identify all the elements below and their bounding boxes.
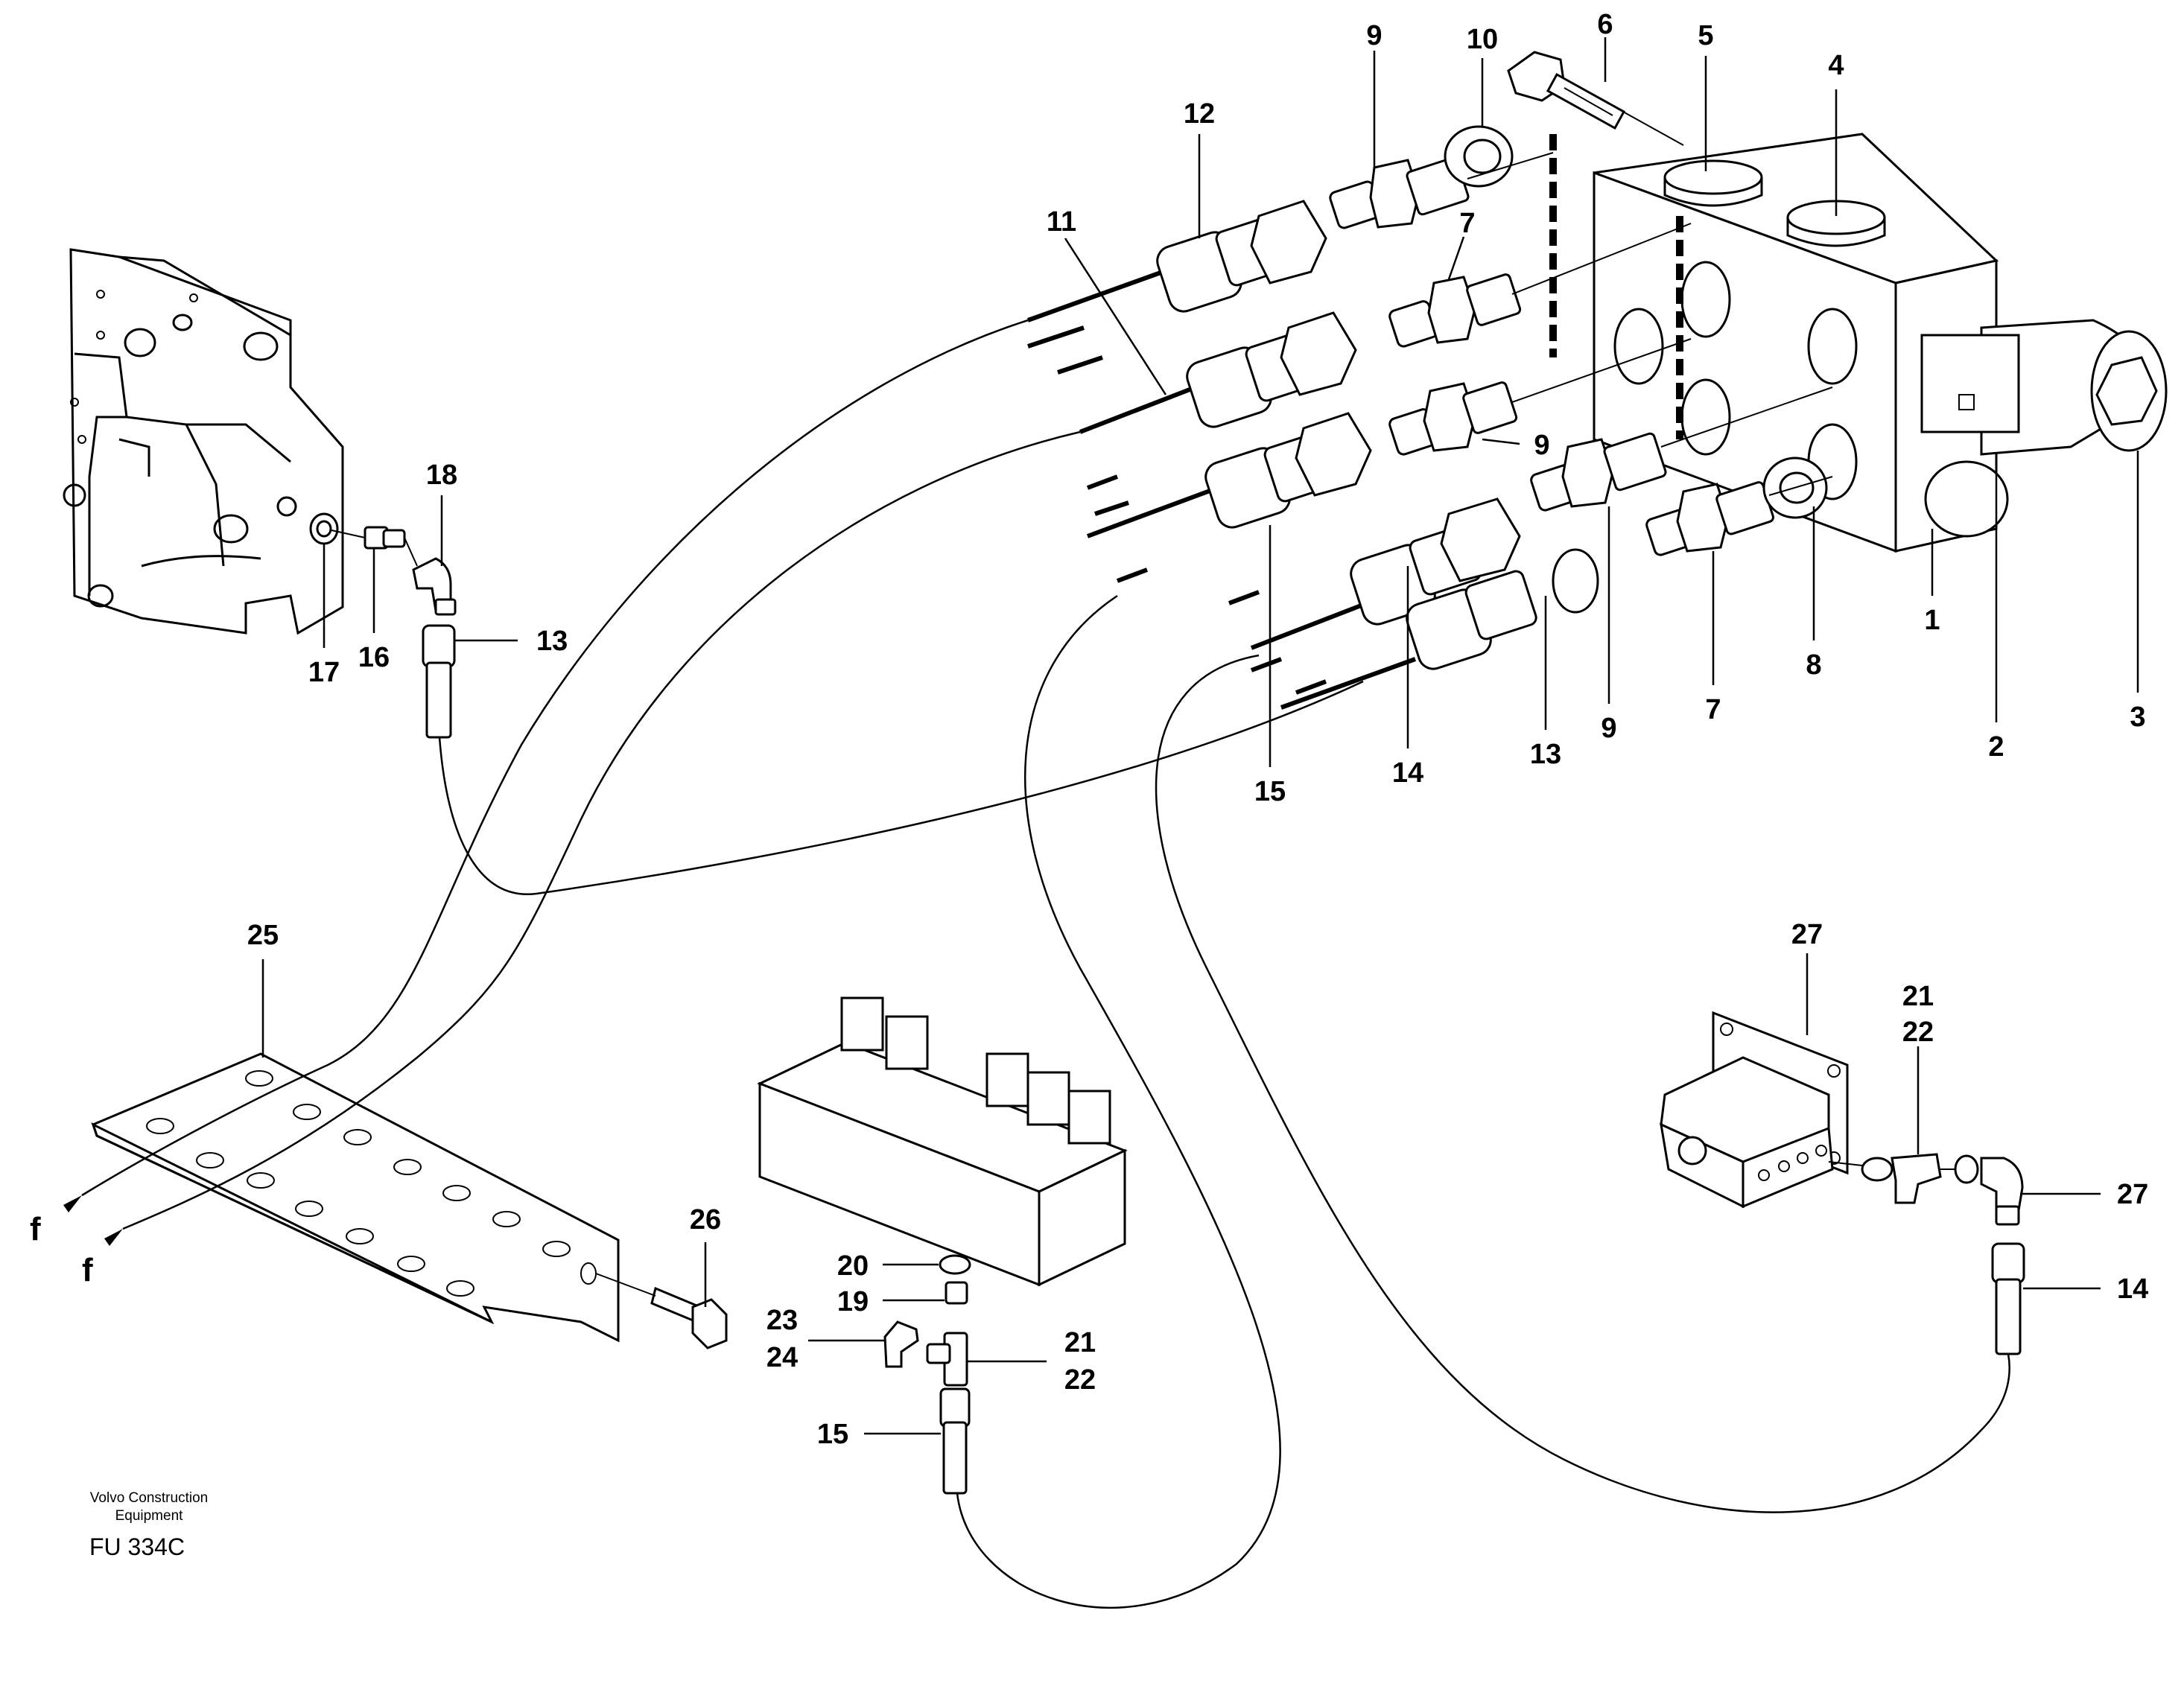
label-14-center: 14 [1392,757,1423,789]
adapters [1329,51,1828,556]
label-22-center: 22 [1064,1364,1096,1396]
leader-lines [261,37,2139,1435]
label-10: 10 [1467,24,1498,55]
label-21-right: 21 [1902,981,1934,1012]
marker-f-upper: f [30,1211,41,1247]
label-21-center: 21 [1064,1327,1096,1358]
label-7-top: 7 [1459,208,1475,239]
label-3: 3 [2130,702,2145,733]
label-11: 11 [1047,206,1076,238]
label-13-left: 13 [536,626,568,657]
label-8: 8 [1806,649,1821,681]
hose-fittings [1026,107,1833,710]
label-9-bottom: 9 [1601,713,1616,744]
valve-block [1593,133,2168,553]
label-16: 16 [358,642,390,673]
label-23: 23 [766,1305,798,1336]
label-1: 1 [1924,605,1940,636]
mounting-plate [91,1052,728,1349]
label-15-bottom: 15 [817,1419,848,1450]
caption-company-line2: Equipment [115,1508,184,1524]
label-24: 24 [766,1342,798,1373]
label-13-right: 13 [1530,739,1561,770]
valve-bank [757,996,1128,1495]
caption-code: FU 334C [89,1533,185,1560]
label-5: 5 [1698,20,1713,51]
label-18: 18 [426,460,457,491]
caption-company: Volvo Construction [90,1490,208,1506]
part-labels: 1 2 3 4 5 6 7 7 8 9 9 9 10 11 12 13 13 1… [247,9,2148,1450]
caption: Volvo Construction Equipment FU 334C [89,1490,208,1560]
hose-routing [81,319,2010,1609]
left-housing [63,248,344,635]
label-4: 4 [1828,50,1844,81]
label-17: 17 [308,657,340,688]
left-fittings [309,512,457,739]
label-14-right: 14 [2117,1274,2148,1305]
label-6: 6 [1597,9,1613,40]
label-12: 12 [1184,98,1215,130]
label-9-middle: 9 [1534,430,1549,461]
label-22-right: 22 [1902,1017,1934,1048]
label-25: 25 [247,920,279,951]
label-27-top: 27 [1791,919,1823,950]
marker-f-lower: f [82,1252,93,1288]
label-19: 19 [837,1286,869,1317]
label-9-top: 9 [1366,20,1382,51]
label-26: 26 [690,1204,721,1236]
label-7-bottom: 7 [1705,694,1721,725]
label-27-right: 27 [2117,1179,2148,1210]
f-arrows [63,1195,123,1246]
label-15-center: 15 [1254,776,1286,807]
label-20: 20 [837,1250,869,1282]
label-2: 2 [1988,731,2004,763]
component-27 [1660,1011,2025,1355]
